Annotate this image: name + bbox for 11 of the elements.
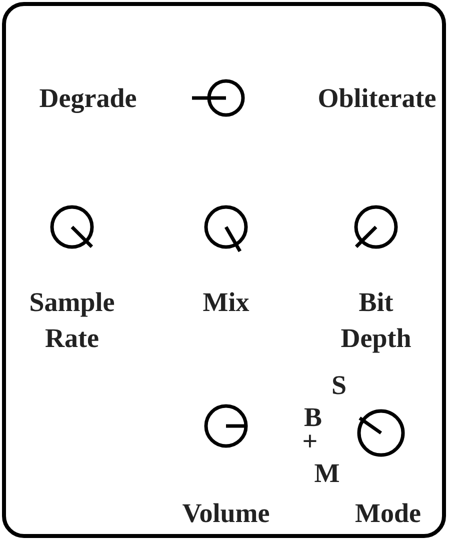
- control-label: Mix: [202, 286, 250, 319]
- control-label: M: [314, 457, 340, 490]
- control-label: S: [331, 369, 347, 402]
- control-label: +: [302, 431, 318, 451]
- control-label: Mode: [355, 497, 421, 530]
- control-label: Volume: [182, 497, 270, 530]
- control-label: Obliterate: [318, 82, 436, 115]
- control-label: B: [304, 401, 322, 434]
- control-label: Degrade: [39, 82, 137, 115]
- control-label: Sample Rate: [28, 286, 116, 355]
- control-label: Bit Depth: [340, 286, 412, 355]
